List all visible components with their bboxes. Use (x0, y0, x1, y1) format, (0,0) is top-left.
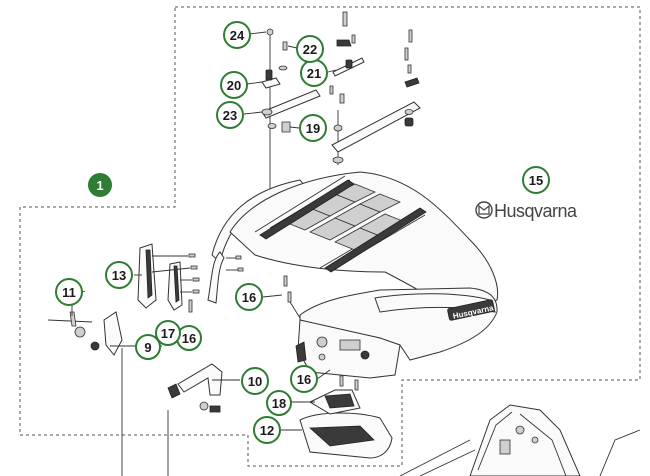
hood-hinge-parts (47, 243, 393, 459)
assembly-boundary (19, 6, 641, 467)
svg-text:16: 16 (297, 372, 311, 387)
mounting-rails-group (261, 11, 421, 230)
callout-10: 10 (241, 367, 269, 395)
svg-text:20: 20 (227, 78, 241, 93)
callout-16-hinge: 16 (176, 325, 202, 351)
hood-vent-panel (284, 183, 406, 251)
callout-18: 18 (266, 390, 292, 416)
callout-17: 17 (155, 320, 181, 346)
callout-12: 12 (253, 416, 281, 444)
svg-text:13: 13 (112, 268, 126, 283)
svg-text:24: 24 (230, 28, 245, 43)
svg-text:16: 16 (242, 290, 256, 305)
svg-text:10: 10 (248, 374, 262, 389)
callout-21: 21 (300, 59, 328, 87)
callout-19: 19 (299, 114, 327, 142)
svg-text:1: 1 (96, 178, 103, 193)
svg-text:16: 16 (182, 331, 196, 346)
callout-23: 23 (216, 101, 244, 129)
svg-text:9: 9 (144, 340, 151, 355)
svg-text:17: 17 (161, 326, 175, 341)
callout-24: 24 (223, 21, 251, 49)
svg-text:15: 15 (529, 173, 543, 188)
callout-9: 9 (135, 334, 161, 360)
svg-text:12: 12 (260, 423, 274, 438)
svg-text:23: 23 (223, 108, 237, 123)
svg-text:22: 22 (303, 42, 317, 57)
hood-assembly: Husqvarna (207, 171, 499, 379)
callout-15: 15 (522, 166, 550, 194)
tractor-frame (399, 404, 641, 476)
husqvarna-decal: Husqvarna (475, 201, 579, 221)
husqvarna-logo-text: Husqvarna (494, 201, 578, 221)
callout-11: 11 (55, 278, 83, 306)
callout-20: 20 (220, 71, 248, 99)
svg-text:21: 21 (307, 66, 321, 81)
callout-22: 22 (296, 35, 324, 63)
svg-text:18: 18 (272, 396, 286, 411)
svg-text:11: 11 (62, 285, 76, 300)
callout-1: 1 (88, 173, 112, 197)
callout-16-dash: 16 (290, 365, 318, 393)
callout-16-hood: 16 (235, 283, 263, 311)
husqvarna-crown-icon (475, 201, 493, 219)
callout-13: 13 (105, 261, 133, 289)
svg-text:19: 19 (306, 121, 320, 136)
